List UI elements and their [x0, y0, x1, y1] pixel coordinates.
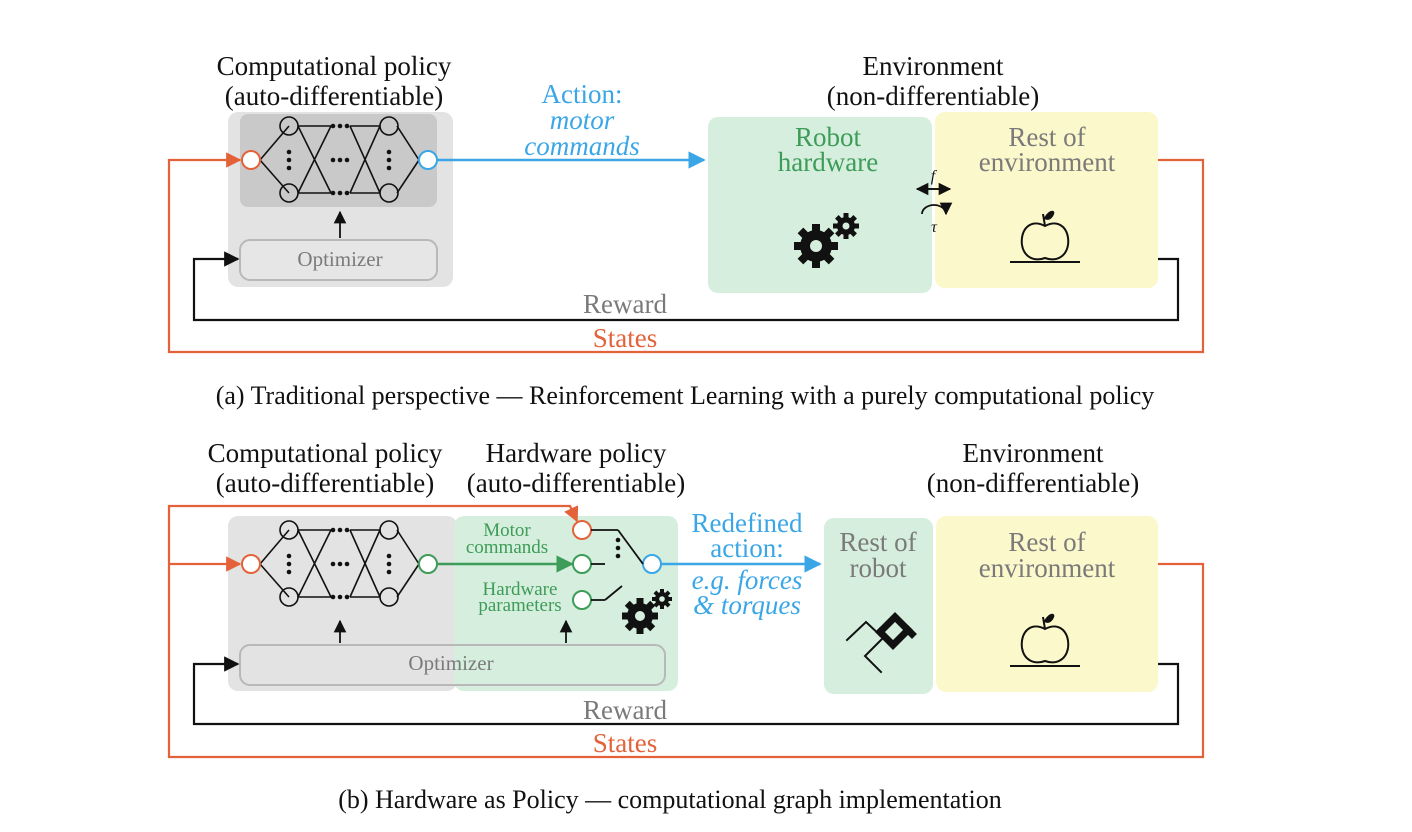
action-output-node	[418, 150, 438, 170]
panel-b: Computational policy (auto-differentiabl…	[167, 438, 1205, 814]
env-title: Environment	[863, 51, 1004, 81]
comp-policy-title-b: Computational policy	[208, 438, 443, 468]
force-symbol: f	[931, 168, 938, 185]
reward-loop-b	[192, 656, 1180, 726]
hw-policy-box	[454, 516, 678, 691]
states-loop	[167, 152, 1205, 354]
gears-icon	[794, 213, 859, 268]
redefined-label-3: e.g. forces	[692, 565, 803, 595]
hw-policy-subtitle: (auto-differentiable)	[467, 468, 685, 498]
rest-env-label-b-2: environment	[979, 553, 1116, 583]
rest-robot-label-2: robot	[850, 553, 907, 583]
force-torque-icon	[915, 182, 953, 216]
robot-arm-icon	[845, 612, 917, 674]
env-subtitle: (non-differentiable)	[827, 81, 1039, 111]
comp-policy-subtitle-b: (auto-differentiable)	[216, 468, 434, 498]
hw-policy-title: Hardware policy	[486, 438, 667, 468]
state-node-hw	[572, 520, 592, 540]
states-label-b: States	[593, 728, 658, 758]
robot-hardware-box	[708, 117, 932, 293]
reward-loop	[192, 251, 1180, 322]
panel-a: Computational policy (auto-differentiabl…	[167, 51, 1205, 410]
comp-policy-box-b	[228, 516, 457, 691]
dots	[286, 123, 392, 196]
hwparams-label-1: Hardware	[483, 579, 558, 600]
comp-policy-title: Computational policy	[217, 51, 452, 81]
neural-network-b	[259, 520, 420, 607]
reward-label-b: Reward	[583, 695, 667, 725]
redefined-label-4: & torques	[693, 590, 801, 620]
rest-robot-label-1: Rest of	[839, 527, 916, 557]
optimizer-box-b	[239, 644, 666, 686]
action-label-3: commands	[524, 131, 640, 161]
apple-icon	[1010, 210, 1080, 263]
state-input-node-b	[241, 554, 261, 574]
env-title-b: Environment	[963, 438, 1104, 468]
states-loop-b	[167, 556, 1205, 759]
action-label-1: Action:	[542, 79, 623, 109]
env-subtitle-b: (non-differentiable)	[927, 468, 1139, 498]
optimizer-label-b: Optimizer	[408, 651, 493, 675]
robot-label-1: Robot	[795, 122, 862, 152]
motor-commands-label-1: Motor	[483, 520, 531, 541]
rest-env-label-1: Rest of	[1008, 122, 1085, 152]
rest-env-label-2: environment	[979, 147, 1116, 177]
optimizer-label: Optimizer	[297, 247, 382, 271]
rest-environment-box-b	[936, 516, 1158, 692]
rest-environment-box	[935, 112, 1158, 288]
rest-robot-box	[824, 518, 933, 694]
motor-node-hw	[572, 554, 592, 574]
states-label-a: States	[593, 323, 658, 353]
motor-output-node	[418, 554, 438, 574]
neural-network	[259, 116, 420, 203]
caption-b: (b) Hardware as Policy — computational g…	[338, 785, 1002, 814]
apple-icon-b	[1010, 613, 1080, 667]
hwparams-node	[572, 590, 592, 610]
torque-symbol: τ	[931, 219, 938, 236]
hwparams-label-2: parameters	[478, 595, 561, 616]
action-label-2: motor	[550, 105, 615, 135]
robot-label-2: hardware	[778, 147, 878, 177]
state-input-node	[241, 150, 261, 170]
gears-icon-b	[622, 589, 672, 634]
reward-label-a: Reward	[583, 289, 667, 319]
optimizer-box	[239, 239, 438, 281]
redefined-output-node	[642, 554, 662, 574]
rest-env-label-b-1: Rest of	[1008, 527, 1085, 557]
comp-policy-subtitle: (auto-differentiable)	[225, 81, 443, 111]
motor-commands-label-2: commands	[466, 537, 548, 558]
redefined-label-2: action:	[710, 533, 783, 563]
caption-a: (a) Traditional perspective — Reinforcem…	[216, 381, 1155, 410]
redefined-label-1: Redefined	[692, 508, 803, 538]
